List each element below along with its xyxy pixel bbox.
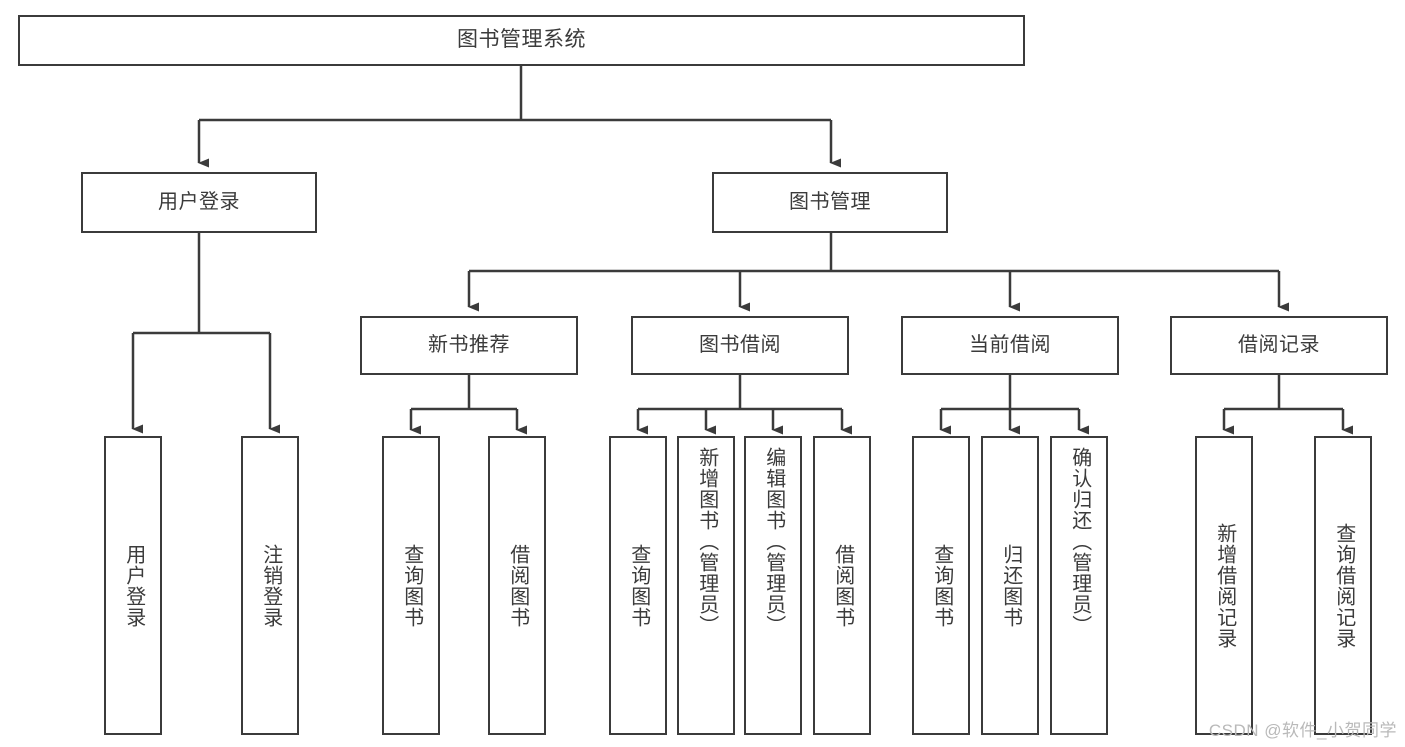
node-new-book-recommend-label: 新书推荐 <box>428 333 510 356</box>
node-book-borrow[interactable]: 图书借阅 <box>631 316 849 375</box>
leaf-borrow-record-query-record-label: 查询借阅记录 <box>1332 522 1355 649</box>
leaf-borrow-record-add-record-label: 新增借阅记录 <box>1213 522 1236 649</box>
leaf-new-book-query-books[interactable]: 查询图书 <box>382 436 440 735</box>
leaf-borrow-record-query-record[interactable]: 查询借阅记录 <box>1314 436 1372 735</box>
leaf-current-borrow-query-books-label: 查询图书 <box>930 543 953 628</box>
node-user-login[interactable]: 用户登录 <box>81 172 317 233</box>
leaf-new-book-query-books-label: 查询图书 <box>400 543 423 628</box>
leaf-book-borrow-edit-book-admin[interactable]: 编辑图书（管理员） <box>744 436 802 735</box>
leaf-current-borrow-confirm-return-admin[interactable]: 确认归还（管理员） <box>1050 436 1108 735</box>
leaf-book-borrow-edit-book-admin-label: 编辑图书（管理员） <box>762 447 785 636</box>
csdn-watermark: CSDN @软件_小贺同学 <box>1208 721 1397 740</box>
node-new-book-recommend[interactable]: 新书推荐 <box>360 316 578 375</box>
leaf-user-login-logout[interactable]: 注销登录 <box>241 436 299 735</box>
leaf-book-borrow-add-book-admin[interactable]: 新增图书（管理员） <box>677 436 735 735</box>
node-book-borrow-label: 图书借阅 <box>699 333 781 356</box>
leaf-book-borrow-add-book-admin-label: 新增图书（管理员） <box>695 447 718 636</box>
leaf-current-borrow-return-books[interactable]: 归还图书 <box>981 436 1039 735</box>
leaf-book-borrow-borrow-books-label: 借阅图书 <box>831 543 854 628</box>
leaf-book-borrow-query-books[interactable]: 查询图书 <box>609 436 667 735</box>
node-user-login-label: 用户登录 <box>158 190 240 213</box>
leaf-book-borrow-query-books-label: 查询图书 <box>627 543 650 628</box>
leaf-new-book-borrow-books-label: 借阅图书 <box>506 543 529 628</box>
node-current-borrow[interactable]: 当前借阅 <box>901 316 1119 375</box>
node-borrow-record-label: 借阅记录 <box>1238 333 1320 356</box>
leaf-new-book-borrow-books[interactable]: 借阅图书 <box>488 436 546 735</box>
leaf-user-login-login-label: 用户登录 <box>122 543 145 628</box>
node-root-system-label: 图书管理系统 <box>457 28 586 52</box>
leaf-user-login-logout-label: 注销登录 <box>259 543 282 628</box>
leaf-borrow-record-add-record[interactable]: 新增借阅记录 <box>1195 436 1253 735</box>
leaf-book-borrow-borrow-books[interactable]: 借阅图书 <box>813 436 871 735</box>
node-book-management[interactable]: 图书管理 <box>712 172 948 233</box>
leaf-current-borrow-confirm-return-admin-label: 确认归还（管理员） <box>1068 447 1091 636</box>
node-root-system[interactable]: 图书管理系统 <box>18 15 1025 66</box>
leaf-user-login-login[interactable]: 用户登录 <box>104 436 162 735</box>
node-book-management-label: 图书管理 <box>789 190 871 213</box>
node-borrow-record[interactable]: 借阅记录 <box>1170 316 1388 375</box>
node-current-borrow-label: 当前借阅 <box>969 333 1051 356</box>
leaf-current-borrow-return-books-label: 归还图书 <box>999 543 1022 628</box>
leaf-current-borrow-query-books[interactable]: 查询图书 <box>912 436 970 735</box>
